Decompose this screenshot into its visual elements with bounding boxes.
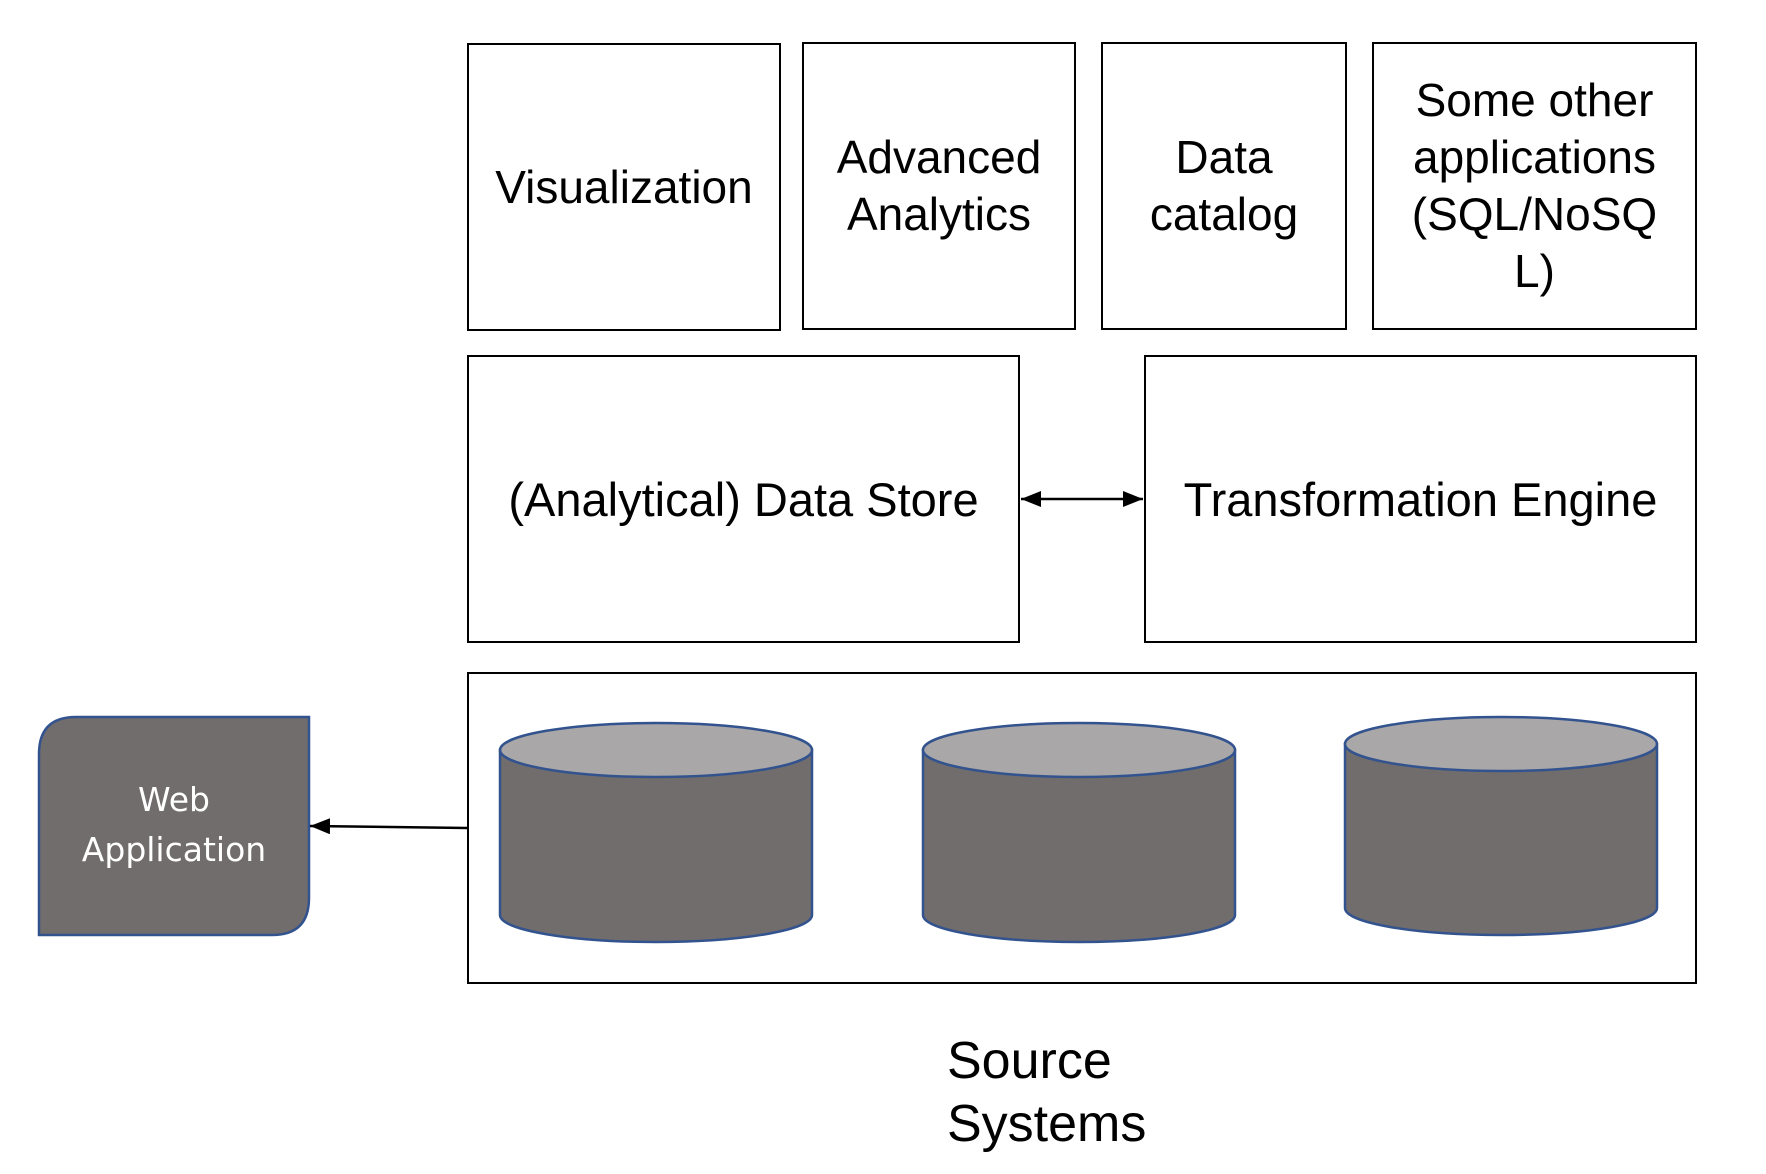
cylinder-top [1343, 715, 1659, 773]
database-cylinder-icon[interactable] [921, 721, 1237, 944]
data-store-box[interactable]: (Analytical) Data Store [467, 355, 1020, 643]
source-to-web-app-connector[interactable] [309, 818, 468, 835]
advanced-analytics-box[interactable]: Advanced Analytics [802, 42, 1076, 330]
other-applications-label: Some other applications (SQL/NoSQ L) [1411, 74, 1658, 297]
web-application-shape[interactable] [37, 715, 311, 937]
cylinder-body [498, 748, 814, 944]
source-systems-caption: Source Systems [947, 1032, 1147, 1153]
cylinder-top [498, 721, 814, 779]
other-applications-box[interactable]: Some other applications (SQL/NoSQ L) [1372, 42, 1697, 330]
visualization-label: Visualization [495, 160, 753, 213]
advanced-analytics-label: Advanced Analytics [836, 131, 1042, 240]
data-catalog-label: Data catalog [1149, 131, 1299, 240]
web-application-label: Web Application [81, 780, 267, 869]
data-store-label: (Analytical) Data Store [508, 472, 979, 526]
cylinder-body [921, 748, 1237, 944]
database-cylinder-icon[interactable] [1343, 715, 1659, 937]
transformation-engine-label: Transformation Engine [1183, 472, 1658, 526]
database-cylinder-icon[interactable] [498, 721, 814, 944]
cylinder-body [1343, 742, 1659, 937]
cylinder-top [921, 721, 1237, 779]
visualization-box[interactable]: Visualization [467, 43, 781, 331]
transformation-engine-box[interactable]: Transformation Engine [1144, 355, 1697, 643]
data-catalog-box[interactable]: Data catalog [1101, 42, 1347, 330]
